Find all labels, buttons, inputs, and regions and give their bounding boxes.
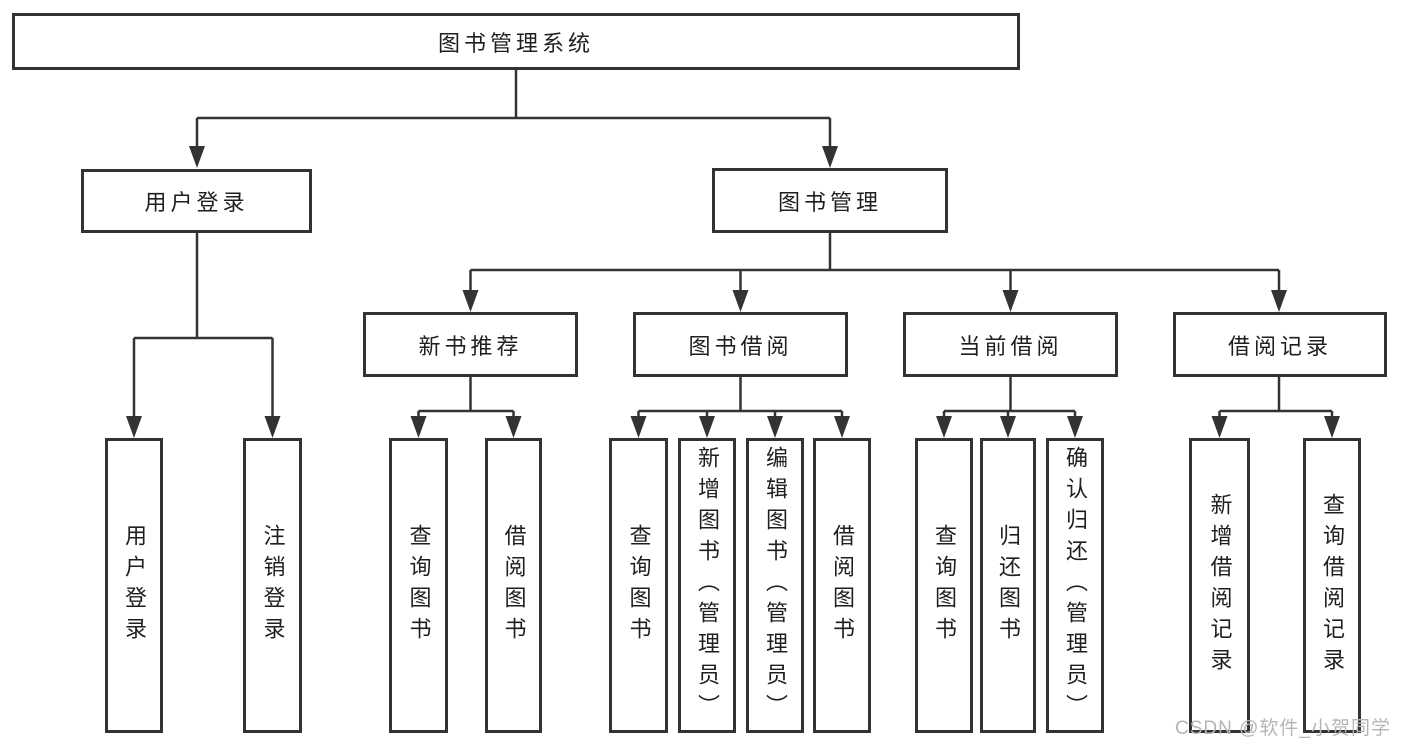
leaf-recommend-borrow-books: 借阅图书 [485,438,542,733]
node-book-borrowing: 图书借阅 [633,312,848,377]
leaf-label: 查询图书 [406,523,432,648]
leaf-borrowing-add-books-admin: 新增图书（管理员） [678,438,736,733]
leaf-label: 确认归还（管理员） [1063,446,1088,725]
leaf-label: 归还图书 [996,523,1021,648]
leaf-label: 新增图书（管理员） [695,446,720,725]
node-book-management: 图书管理 [712,168,948,233]
leaf-label: 查询图书 [932,523,957,648]
leaf-records-query-borrow-record: 查询借阅记录 [1303,438,1361,733]
leaf-label: 用户登录 [122,523,147,648]
leaf-current-confirm-return-admin: 确认归还（管理员） [1046,438,1104,733]
watermark: CSDN @软件_小贺同学 [1175,718,1391,739]
node-label: 图书管理系统 [437,30,594,56]
leaf-recommend-query-books: 查询图书 [389,438,448,733]
node-current-borrowing: 当前借阅 [903,312,1118,377]
leaf-label: 注销登录 [260,523,286,648]
leaf-label: 查询借阅记录 [1320,492,1345,679]
leaf-label: 借阅图书 [501,523,527,648]
node-label: 图书借阅 [688,333,793,359]
leaf-current-query-books: 查询图书 [915,438,973,733]
node-label: 当前借阅 [958,333,1063,359]
node-label: 新书推荐 [418,333,523,359]
leaf-label: 借阅图书 [830,523,855,648]
leaf-logout-login: 注销登录 [243,438,302,733]
connector-edges [132,70,1334,420]
leaf-current-return-books: 归还图书 [980,438,1036,733]
leaf-borrowing-borrow-books: 借阅图书 [813,438,871,733]
leaf-label: 新增借阅记录 [1207,492,1233,679]
node-root: 图书管理系统 [12,13,1020,70]
node-label: 借阅记录 [1227,333,1332,359]
node-label: 用户登录 [144,190,249,215]
node-borrowing-records: 借阅记录 [1173,312,1387,377]
leaf-records-add-borrow-record: 新增借阅记录 [1189,438,1250,733]
node-label: 图书管理 [777,189,882,215]
leaf-label: 编辑图书（管理员） [763,446,788,725]
leaf-borrowing-edit-books-admin: 编辑图书（管理员） [746,438,804,733]
leaf-borrowing-query-books: 查询图书 [609,438,668,733]
leaf-label: 查询图书 [626,523,652,648]
arrowhead-icons [126,146,1340,438]
node-new-book-recommendation: 新书推荐 [363,312,578,377]
node-user-login: 用户登录 [81,169,312,233]
leaf-user-login: 用户登录 [105,438,163,733]
